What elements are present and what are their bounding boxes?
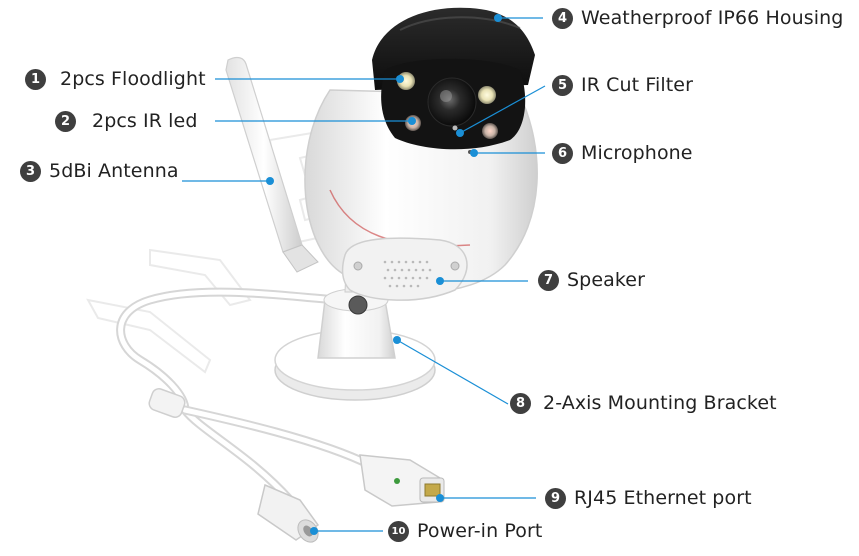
callout-number-badge: 1 — [25, 68, 46, 90]
speaker-grille — [341, 237, 468, 301]
leader-lines — [182, 17, 546, 532]
rj45-connector — [359, 454, 445, 507]
cable-splitter — [148, 388, 186, 418]
callout-antenna: 3 5dBi Antenna — [20, 160, 179, 182]
callout-microphone: 6 Microphone — [552, 142, 693, 164]
cable — [116, 287, 375, 505]
callout-housing: 4 Weatherproof IP66 Housing — [552, 7, 843, 29]
callout-number-badge: 10 — [388, 520, 409, 542]
callout-mounting-bracket: 8 2-Axis Mounting Bracket — [510, 392, 777, 414]
mounting-bracket — [274, 269, 436, 401]
callout-label-text: Speaker — [567, 269, 645, 291]
callout-label-text: IR Cut Filter — [581, 74, 693, 96]
callout-number-badge: 6 — [552, 142, 573, 164]
callout-label-text: Weatherproof IP66 Housing — [581, 7, 844, 29]
callout-number-badge: 5 — [552, 74, 573, 96]
callout-number-badge: 4 — [552, 7, 573, 29]
callout-number-badge: 7 — [538, 269, 559, 291]
leader-dots — [266, 14, 502, 535]
callout-speaker: 7 Speaker — [538, 269, 645, 291]
callout-number-badge: 3 — [20, 160, 41, 182]
callout-number-badge: 2 — [55, 110, 76, 132]
callout-label-text: 2pcs IR led — [92, 110, 198, 132]
callout-floodlight: 1 2pcs Floodlight — [25, 68, 206, 90]
callout-label-text: Microphone — [581, 142, 693, 164]
callout-label-text: 2pcs Floodlight — [60, 68, 206, 90]
power-connector — [257, 483, 320, 543]
callout-label-text: RJ45 Ethernet port — [574, 487, 752, 509]
callout-label-text: Power-in Port — [417, 520, 543, 542]
camera-front-face — [381, 58, 526, 150]
callout-label-text: 5dBi Antenna — [49, 160, 179, 182]
antenna — [225, 56, 319, 273]
callout-number-badge: 8 — [510, 392, 531, 414]
callout-ir-led: 2 2pcs IR led — [55, 110, 198, 132]
callout-power-in-port: 10 Power-in Port — [388, 520, 542, 542]
callout-label-text: 2-Axis Mounting Bracket — [543, 392, 777, 414]
callout-ir-cut-filter: 5 IR Cut Filter — [552, 74, 693, 96]
callout-rj45-port: 9 RJ45 Ethernet port — [545, 487, 752, 509]
callout-number-badge: 9 — [545, 487, 566, 509]
